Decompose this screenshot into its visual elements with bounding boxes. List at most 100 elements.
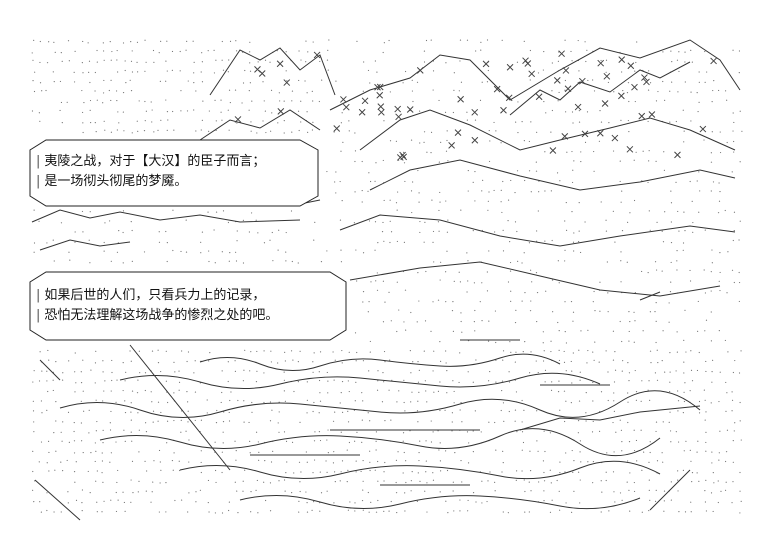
texture-dot (682, 411, 684, 414)
texture-dot (101, 460, 104, 462)
texture-dot (572, 241, 575, 243)
texture-dot (564, 260, 566, 262)
texture-dot (515, 351, 517, 353)
texture-dot (551, 499, 553, 501)
texture-dot (215, 422, 218, 424)
texture-dot (536, 440, 538, 442)
texture-dot (649, 441, 651, 443)
caption-bottom: |如果后世的人们，只看兵力上的记录， |恐怕无法理解这场战争的惨烈之处的吧。 (36, 286, 278, 326)
texture-dot (389, 359, 391, 361)
texture-dot (683, 141, 685, 143)
texture-dot (445, 301, 447, 303)
texture-dot (384, 361, 386, 363)
texture-dot (460, 312, 462, 314)
texture-dot (467, 190, 469, 192)
texture-dot (516, 170, 519, 172)
texture-dot (362, 509, 364, 511)
texture-dot (634, 100, 636, 103)
texture-dot (332, 351, 334, 353)
texture-dot (732, 49, 734, 51)
texture-dot (593, 150, 595, 153)
texture-dot (305, 40, 307, 42)
texture-cross (361, 97, 369, 105)
texture-dot (733, 230, 735, 232)
texture-cross (596, 129, 604, 137)
texture-dot (249, 70, 252, 72)
texture-dot (115, 510, 118, 513)
texture-dot (585, 420, 587, 422)
texture-dot (543, 100, 545, 103)
texture-dot (220, 99, 222, 101)
texture-dot (215, 120, 217, 122)
texture-dot (586, 49, 588, 51)
texture-dot (250, 511, 252, 513)
texture-dot (613, 451, 615, 453)
texture-dot (223, 411, 225, 413)
texture-dot (585, 392, 587, 394)
texture-dot (614, 369, 617, 371)
texture-dot (612, 330, 615, 332)
texture-dot (472, 451, 474, 453)
texture-dot (347, 380, 349, 382)
texture-dot (459, 281, 462, 283)
texture-dot (711, 381, 713, 383)
texture-dot (452, 330, 455, 332)
texture-dot (116, 379, 118, 381)
texture-dot (538, 191, 540, 193)
texture-dot (185, 219, 187, 221)
texture-dot (668, 321, 670, 323)
texture-dot (299, 481, 301, 483)
texture-dot (690, 350, 692, 352)
texture-dot (710, 161, 713, 163)
texture-dot (670, 50, 672, 52)
texture-dot (187, 401, 189, 403)
texture-dot (390, 419, 392, 421)
texture-dot (587, 329, 589, 331)
texture-dot (636, 41, 638, 43)
texture-dot (285, 251, 287, 253)
texture-dot (697, 440, 699, 442)
texture-dot (573, 160, 575, 162)
texture-dot (209, 352, 211, 354)
texture-dot (272, 260, 274, 262)
texture-dot (696, 451, 698, 453)
texture-dot (690, 501, 692, 503)
texture-dot (73, 81, 76, 83)
texture-dot (368, 511, 370, 513)
texture-cross (561, 133, 569, 140)
texture-dot (269, 510, 272, 512)
texture-dot (733, 430, 735, 432)
texture-dot (634, 70, 636, 72)
texture-dot (389, 91, 391, 93)
texture-dot (661, 230, 663, 232)
texture-dot (271, 409, 273, 411)
texture-dot (544, 190, 546, 192)
texture-dot (663, 490, 666, 492)
texture-dot (426, 511, 428, 513)
texture-dot (551, 279, 554, 281)
texture-dot (592, 79, 594, 81)
texture-dot (528, 140, 530, 143)
texture-dot (732, 439, 734, 442)
texture-dot (705, 510, 708, 512)
texture-dot (417, 169, 419, 172)
texture-dot (384, 461, 386, 464)
texture-dot (227, 380, 229, 383)
texture-dot (249, 51, 251, 53)
texture-dot (277, 362, 279, 364)
texture-cross (500, 106, 507, 114)
texture-dot (382, 372, 384, 374)
texture-dot (418, 201, 420, 203)
texture-dot (410, 372, 412, 374)
texture-dot (88, 409, 90, 411)
texture-dot (558, 91, 560, 94)
texture-dot (480, 431, 482, 433)
texture-dot (452, 380, 454, 382)
texture-dot (705, 479, 707, 481)
texture-dot (649, 350, 652, 352)
texture-dot (257, 61, 259, 63)
texture-dot (320, 261, 323, 263)
texture-dot (488, 129, 490, 132)
texture-dot (165, 99, 167, 101)
texture-dot (663, 169, 666, 171)
